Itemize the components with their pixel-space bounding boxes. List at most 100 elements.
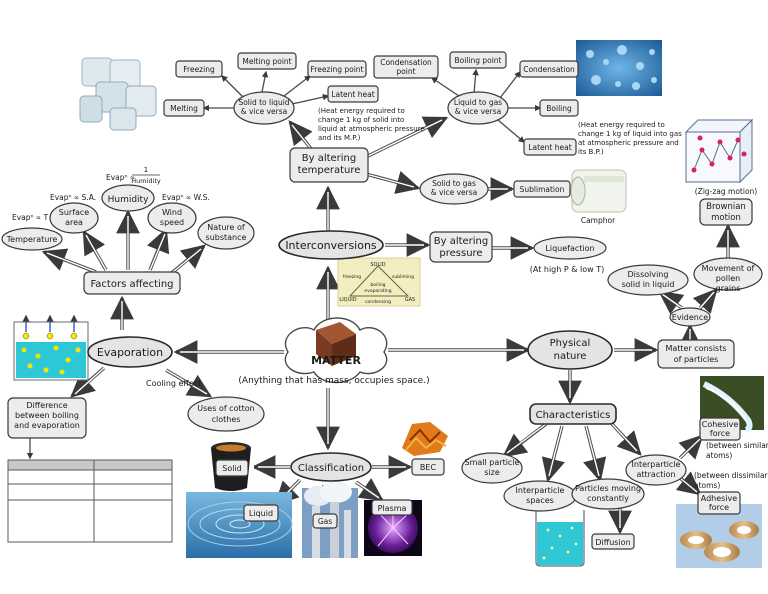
formula-temperature: Evapⁿ ∝ T [12,213,49,222]
diffusion-node: Diffusion [591,533,635,550]
svg-text:Temperature: Temperature [6,235,58,244]
formula-humidity: Evapⁿ ∝ 1 Humidity [106,166,161,185]
svg-text:Latent heat: Latent heat [528,143,571,152]
boiling-node: Boiling [539,99,579,117]
svg-text:Liquid: Liquid [249,509,273,518]
formula-surface-area: Evapⁿ ∝ S.A. [50,193,96,202]
svg-text:Gas: Gas [318,517,332,526]
zigzag-label: (Zig-zag motion) [695,187,758,196]
liquefaction-note: (At high P & low T) [530,265,604,274]
matter-definition: (Anything that has mass, occupies space.… [238,376,429,386]
triangle-freezing-label: freezing [343,274,361,280]
solid-to-liquid-label: Solid to liquid& vice versa [238,98,289,116]
camphor-label: Camphor [581,216,616,225]
svg-text:Classification: Classification [298,463,364,474]
solid-to-gas-node: Solid to gas& vice versa [419,173,489,205]
svg-text:Sublimation: Sublimation [520,185,565,194]
liquid-to-gas-node: Liquid to gas& vice versa [447,91,509,125]
interconversions-node: Interconversions [278,230,384,260]
triangle-subliming-label: subliming [392,274,414,280]
boiling-point-node: Boiling point [449,51,507,69]
matter-title: MATTER [311,354,361,367]
latent-heat-2-node: Latent heat [523,138,577,156]
svg-text:Evaporation: Evaporation [97,346,163,359]
camphor-image [570,169,627,213]
water-droplets-image [576,40,662,96]
svg-text:Interconversions: Interconversions [285,239,377,252]
melting-point-node: Melting point [237,52,297,70]
melting-node: Melting [163,99,205,117]
triangle-condensing-label: condensing [365,299,391,305]
evaporation-beaker-image [13,314,89,381]
svg-text:Latent heat: Latent heat [331,90,374,99]
humidity-node: Humidity [101,184,155,212]
triangle-gas-label: GAS [405,297,415,303]
svg-text:Diffusion: Diffusion [595,538,630,547]
triangle-evaporating-label: evaporating [364,288,391,294]
brownian-cube-image [684,118,754,184]
connectors [26,68,740,535]
factors-affecting-node: Factors affecting [83,271,181,295]
formula-humidity-numerator: 1 [144,166,148,174]
formula-humidity-denominator: Humidity [131,177,161,185]
matter-logo-image [284,317,388,384]
bec-node: BEC [411,458,445,476]
ice-cubes-image [70,50,162,134]
triangle-boiling-label: boiling [370,282,385,288]
solid-to-liquid-node: Solid to liquid& vice versa [233,91,295,125]
solid-node: Solid [215,459,249,477]
characteristics-node: Characteristics [529,403,617,425]
triangle-liquid-label: LIQUID [339,297,356,303]
sublimation-node: Sublimation [513,180,571,198]
liquefaction-node: Liquefaction [533,236,607,260]
svg-text:Freezing: Freezing [183,65,215,74]
svg-text:Humidity: Humidity [108,195,149,205]
liquid-node: Liquid [243,504,279,522]
svg-text:Solid: Solid [222,464,242,473]
svg-text:Condensation: Condensation [523,65,575,74]
svg-text:Boiling point: Boiling point [454,56,501,65]
formula-humidity-lhs: Evapⁿ ∝ [106,173,135,182]
evidence-node: Evidence [669,307,711,327]
plasma-node: Plasma [371,499,413,516]
gas-node: Gas [312,513,338,529]
svg-text:Liquefaction: Liquefaction [545,244,594,253]
cooling-effect-label: Cooling effect [146,379,201,388]
svg-text:Plasma: Plasma [378,504,407,513]
